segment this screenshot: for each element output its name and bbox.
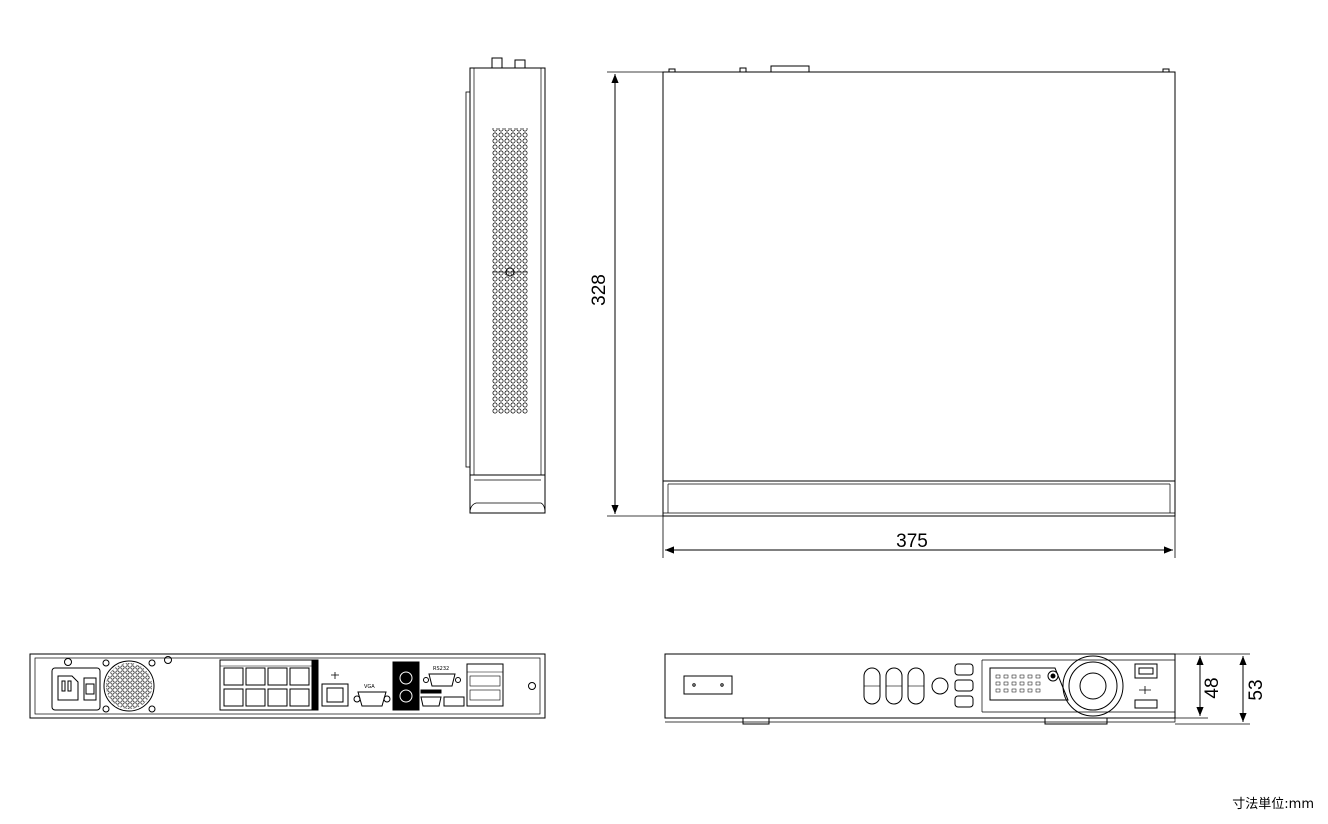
- side-view: [465, 57, 546, 514]
- dimension-height: [1175, 653, 1250, 725]
- width-label: 375: [896, 531, 928, 552]
- vent-holes: [492, 128, 528, 414]
- ir-window: [989, 667, 1069, 701]
- unit-note: 寸法単位:mm: [1232, 797, 1314, 812]
- height-total-label: 53: [1246, 679, 1267, 700]
- rear-view-outline: [29, 653, 546, 719]
- led-grid: [995, 674, 1041, 693]
- fan: [102, 659, 156, 713]
- front-buttons: [863, 663, 974, 708]
- height-body-label: 48: [1202, 677, 1223, 698]
- rs232-label: RS232: [433, 666, 449, 672]
- lan-port: [321, 672, 349, 707]
- audio-block: [392, 661, 420, 711]
- dimension-depth: [607, 71, 663, 517]
- top-view: [662, 65, 1176, 517]
- rs232-port: [423, 673, 461, 687]
- alarm-terminal: [466, 663, 504, 707]
- dimension-width: [662, 516, 1176, 558]
- ethernet-ports: [219, 659, 319, 711]
- power-inlet: [51, 667, 101, 711]
- vga-label: VGA: [364, 684, 375, 690]
- top-view-outline: [662, 71, 1176, 517]
- depth-label: 328: [589, 274, 610, 306]
- hdmi-usb: [420, 689, 465, 707]
- rear-view: [29, 653, 546, 719]
- jog-dial: [1062, 655, 1124, 717]
- front-view: [664, 653, 1176, 725]
- vga-port: [353, 691, 391, 707]
